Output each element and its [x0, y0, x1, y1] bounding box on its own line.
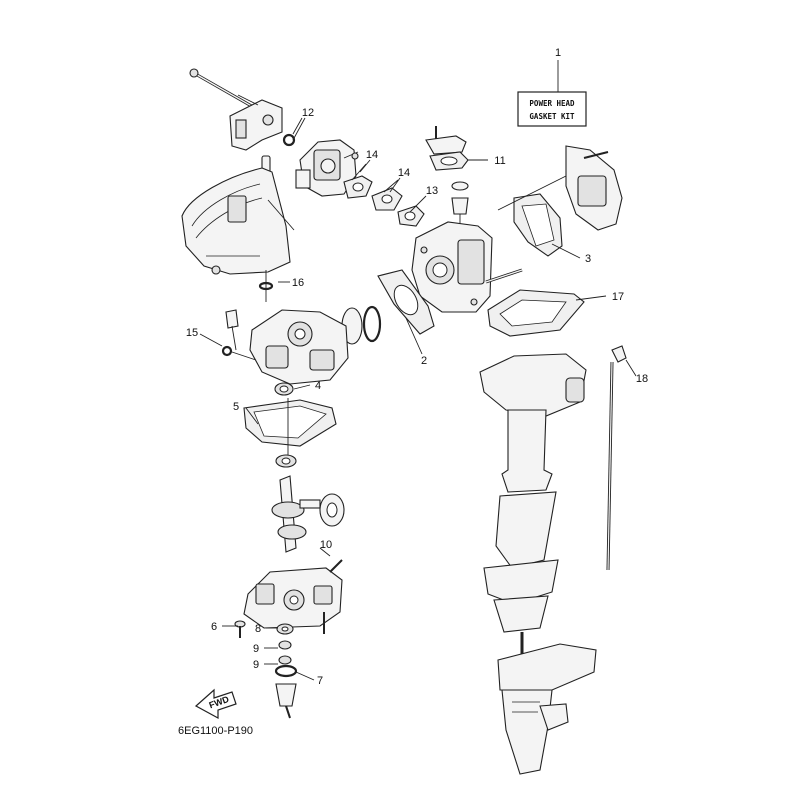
lower-unit: [497, 632, 597, 775]
intake-gaskets: [343, 163, 425, 227]
piston-rings: [341, 305, 382, 345]
drive-shaft-housing: [479, 353, 587, 633]
washer-6: [234, 620, 246, 638]
kit-label-line2: GASKET KIT: [529, 112, 575, 121]
part-number-15: 15: [186, 327, 198, 339]
oil-seal-4: [274, 382, 294, 396]
flywheel-cover: [181, 167, 295, 275]
o-ring-16: [258, 270, 274, 302]
part-number-labels: 1 2 3 4 5 6 7 8 9 9 10 11 12 13 14 14 15…: [186, 47, 648, 687]
kit-label-line1: POWER HEAD: [529, 99, 575, 108]
lower-crankcase: [243, 559, 343, 634]
kit-label-box: POWER HEAD GASKET KIT: [517, 60, 587, 127]
diagram-code: 6EG1100-P190: [178, 725, 253, 737]
part-number-16: 16: [292, 277, 304, 289]
part-number-10: 10: [320, 539, 332, 551]
crankcase-gasket: [243, 398, 337, 456]
crankshaft-piston: [271, 475, 345, 553]
part-number-12: 12: [302, 107, 314, 119]
part-number-14a: 14: [366, 149, 378, 161]
thermostat: [451, 181, 469, 232]
part-number-11: 11: [494, 155, 505, 167]
fuel-pump: [425, 126, 469, 171]
exhaust-cover: [497, 145, 623, 257]
seal-stack: [274, 623, 298, 719]
carburetor: [295, 139, 359, 197]
part-number-9b: 9: [253, 659, 259, 671]
cylinder-head: [411, 221, 523, 313]
part-number-14b: 14: [398, 167, 410, 179]
head-gasket: [377, 269, 435, 335]
part-number-5: 5: [233, 401, 239, 413]
part-number-1: 1: [555, 47, 561, 59]
oil-seal-lower: [275, 454, 297, 468]
part-number-4: 4: [315, 380, 321, 392]
part-number-3: 3: [585, 253, 591, 265]
shift-rod: [606, 345, 627, 571]
gasket-17: [487, 289, 585, 337]
part-number-17: 17: [612, 291, 624, 303]
part-number-8: 8: [255, 623, 261, 635]
part-number-13: 13: [426, 185, 438, 197]
part-number-9a: 9: [253, 643, 259, 655]
leader-lines: [222, 117, 637, 681]
fwd-arrow: FWD: [194, 688, 237, 720]
throttle-bracket-group: [189, 68, 303, 151]
part-number-2: 2: [421, 355, 427, 367]
part-number-6: 6: [211, 621, 217, 633]
cylinder-block: [221, 309, 349, 385]
part-number-18: 18: [636, 373, 648, 385]
part-number-7: 7: [317, 675, 323, 687]
